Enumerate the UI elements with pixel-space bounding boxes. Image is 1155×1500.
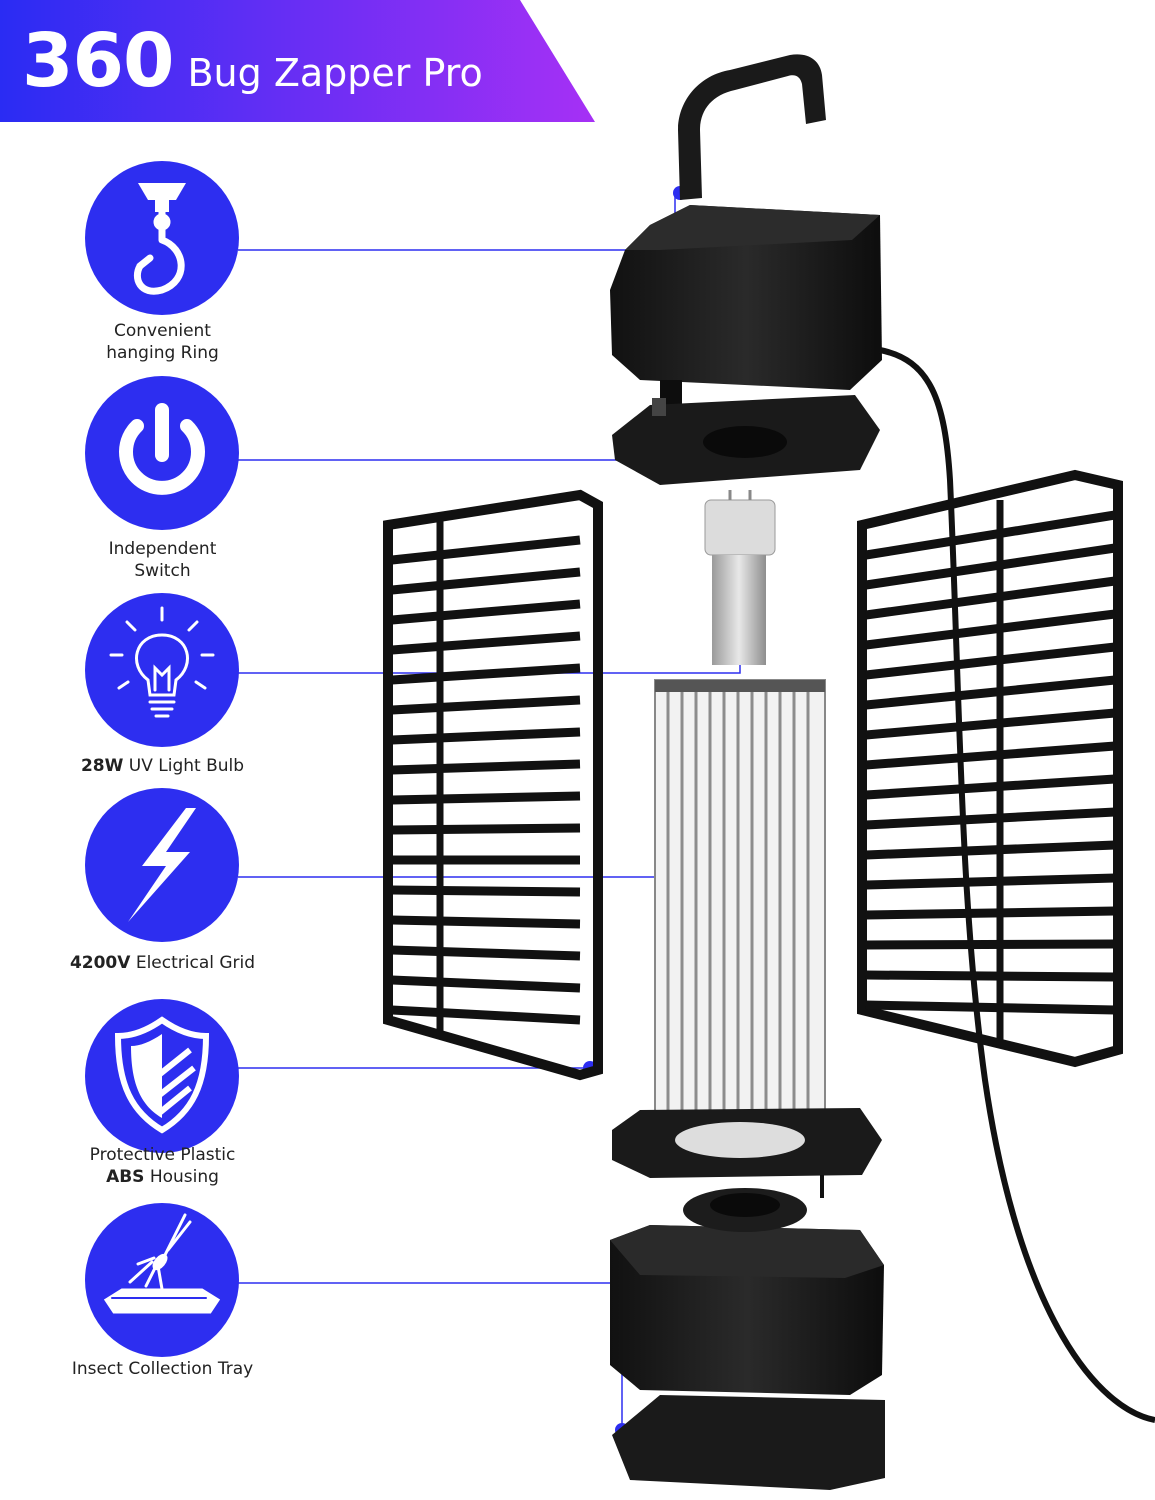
- feature-text: Convenient: [114, 321, 211, 341]
- title-name: Bug Zapper Pro: [187, 51, 483, 95]
- tray-circle: [85, 1203, 239, 1357]
- feature-label-hanging-ring: Convenient hanging Ring: [40, 320, 285, 364]
- feature-text: Housing: [149, 1167, 219, 1187]
- top-housing: [610, 205, 882, 410]
- shield-icon: [114, 1016, 210, 1134]
- feature-text: UV Light Bulb: [128, 756, 245, 776]
- feature-text: Electrical Grid: [135, 953, 256, 973]
- title: 360 Bug Zapper Pro: [22, 18, 483, 108]
- feature-text: Independent: [108, 539, 217, 559]
- uv-bulb: [704, 490, 776, 665]
- right-cage-panel: [857, 469, 1123, 1068]
- lightning-bolt-icon: [128, 808, 196, 922]
- feature-text-bold: 28W: [80, 756, 124, 776]
- feature-label-uv-bulb: 28W UV Light Bulb: [40, 755, 285, 777]
- feature-label-switch: Independent Switch: [40, 538, 285, 582]
- switch-plate: [612, 395, 880, 485]
- hook-icon: [133, 183, 186, 295]
- feature-label-electrical-grid: 4200V Electrical Grid: [40, 952, 285, 974]
- left-cage-panel: [383, 489, 603, 1081]
- feature-text: Protective Plastic: [89, 1145, 236, 1165]
- mosquito-tray-icon: [103, 1213, 221, 1314]
- feature-text: hanging Ring: [106, 343, 219, 363]
- feature-text: Insect Collection Tray: [71, 1359, 254, 1379]
- light-bulb-icon: [109, 606, 215, 718]
- feature-text-bold: ABS: [106, 1167, 145, 1187]
- electrical-grid: [654, 679, 826, 1121]
- bulb-circle: [85, 593, 239, 747]
- feature-label-collection-tray: Insect Collection Tray: [40, 1358, 285, 1380]
- power-icon: [119, 403, 205, 495]
- bottom-plate: [612, 1108, 882, 1198]
- feature-text-bold: 4200V: [69, 953, 131, 973]
- tray-lid: [612, 1395, 885, 1490]
- title-number: 360: [22, 18, 174, 104]
- title-banner: [0, 0, 595, 122]
- feature-label-abs-housing: Protective Plastic ABS Housing: [40, 1144, 285, 1188]
- hanging-handle: [678, 54, 826, 200]
- collection-tray: [610, 1188, 884, 1395]
- feature-text: Switch: [134, 561, 191, 581]
